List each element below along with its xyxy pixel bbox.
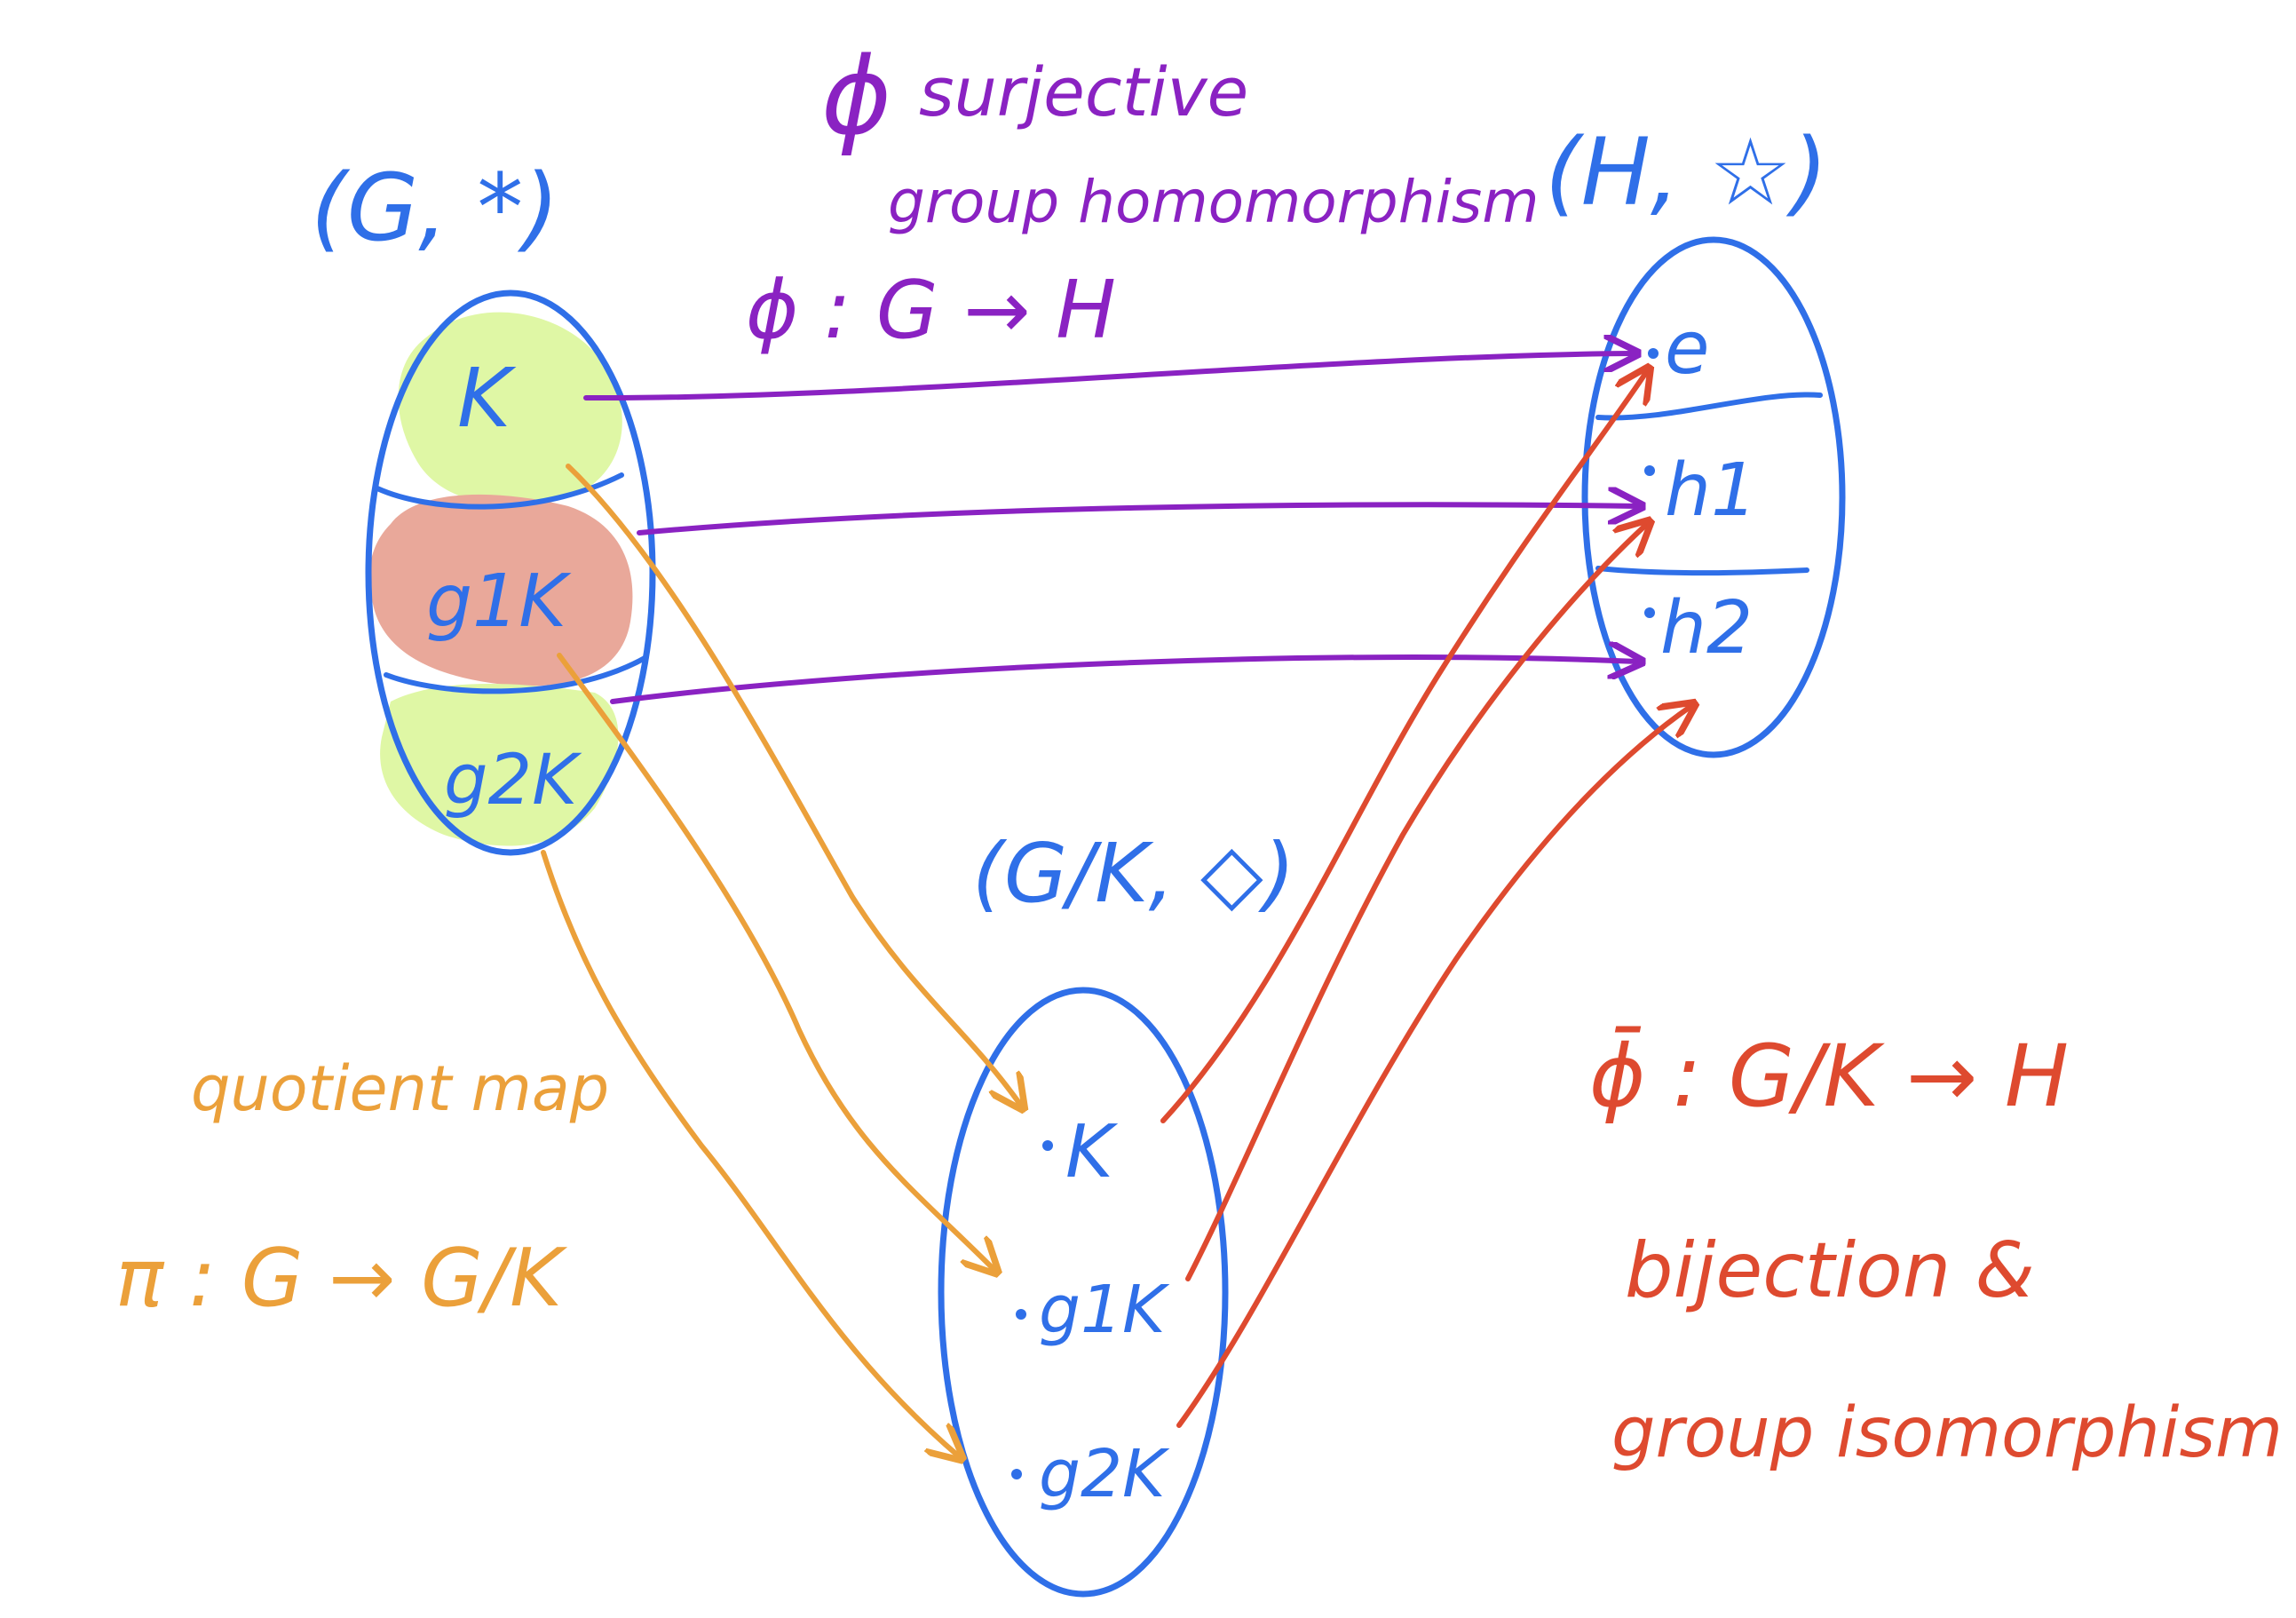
phi-symbol: ϕ bbox=[821, 36, 891, 159]
phi-bar-desc-line2: group isomorphism bbox=[1611, 1393, 2283, 1473]
group-g-divider-1 bbox=[375, 472, 624, 510]
quotient-g2k-label: g2K bbox=[1039, 1436, 1170, 1512]
pi-desc: quotient map bbox=[191, 1052, 609, 1125]
phi-desc-line2: group homomorphism bbox=[888, 168, 1540, 236]
group-g-divider-2 bbox=[384, 654, 649, 694]
quotient-k-label: K bbox=[1065, 1110, 1119, 1194]
element-h2-label: h2 bbox=[1660, 586, 1753, 670]
quotient-group: K g1K g2K bbox=[938, 987, 1229, 1598]
arrow-pi-g1k bbox=[557, 653, 994, 1270]
phi-bar-map-label: ϕ̄ : G/K → H bbox=[1589, 1027, 2069, 1126]
group-g-label: (G, *) bbox=[311, 154, 559, 262]
arrow-phibar-k-to-e bbox=[1160, 371, 1647, 1123]
phi-annotation: ϕ surjective group homomorphism ϕ : G → … bbox=[746, 36, 1540, 357]
quotient-g2k-dot bbox=[1011, 1469, 1022, 1479]
group-g: K g1K g2K bbox=[365, 289, 656, 856]
element-h1-label: h1 bbox=[1665, 448, 1757, 533]
group-h-label: (H, ☆) bbox=[1545, 118, 1828, 226]
coset-k-highlight bbox=[398, 312, 622, 506]
coset-g2k-highlight bbox=[380, 684, 619, 846]
coset-g1k-label: g1K bbox=[426, 559, 572, 644]
coset-k-label: K bbox=[457, 351, 517, 446]
arrow-phi-g1k-to-h1 bbox=[637, 504, 1638, 535]
phi-bar-desc-line1: bijection & bbox=[1625, 1226, 2035, 1315]
group-h-ellipse bbox=[1581, 236, 1846, 758]
phi-desc-line1: surjective bbox=[919, 52, 1248, 131]
element-h1-dot bbox=[1644, 465, 1655, 476]
quotient-k-dot bbox=[1042, 1140, 1053, 1151]
pi-map-label: π : G → G/K bbox=[115, 1232, 567, 1325]
group-h-divider-2 bbox=[1595, 566, 1809, 576]
pi-arrows bbox=[541, 464, 1021, 1456]
quotient-g1k-label: g1K bbox=[1039, 1272, 1170, 1348]
group-h: e h1 h2 bbox=[1581, 236, 1846, 758]
arrow-phi-k-to-e bbox=[583, 353, 1634, 401]
quotient-label: (G/K, ◇) bbox=[972, 826, 1295, 921]
phi-arrows bbox=[583, 353, 1638, 704]
arrow-phi-g2k-to-h2 bbox=[610, 657, 1638, 704]
quotient-ellipse bbox=[938, 987, 1229, 1598]
coset-g2k-label: g2K bbox=[444, 741, 582, 821]
coset-g1k-highlight bbox=[369, 494, 633, 686]
element-e-label: e bbox=[1665, 306, 1709, 391]
phi-map-label: ϕ : G → H bbox=[746, 264, 1116, 357]
element-e-dot bbox=[1648, 348, 1659, 359]
quotient-g1k-dot bbox=[1016, 1309, 1026, 1320]
element-h2-dot bbox=[1644, 607, 1655, 618]
arrow-phibar-g1k-to-h1 bbox=[1185, 524, 1647, 1281]
arrow-pi-g2k bbox=[541, 850, 959, 1456]
group-h-divider-1 bbox=[1595, 392, 1823, 421]
arrow-phibar-g2k-to-h2 bbox=[1176, 706, 1691, 1428]
pi-annotation: quotient map π : G → G/K bbox=[115, 1052, 609, 1325]
phi-bar-arrows bbox=[1160, 371, 1691, 1428]
arrow-pi-k bbox=[566, 464, 1021, 1106]
group-g-ellipse bbox=[365, 289, 656, 856]
phi-bar-annotation: ϕ̄ : G/K → H bijection & group isomorphi… bbox=[1589, 1027, 2283, 1473]
